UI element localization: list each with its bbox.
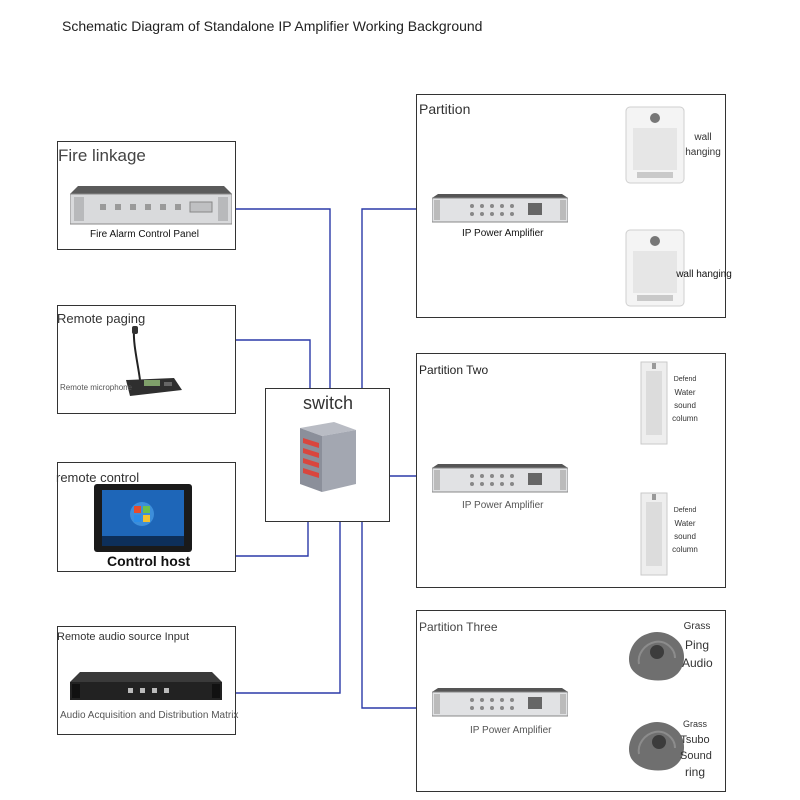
amplifier-2-image <box>432 464 568 493</box>
control-host-caption: Control host <box>107 553 191 569</box>
fire-alarm-panel-caption: Fire Alarm Control Panel <box>90 229 199 240</box>
fire-linkage-heading: Fire linkage <box>58 146 146 165</box>
amplifier-3-caption: IP Power Amplifier <box>470 725 552 736</box>
column-speaker-1-image <box>640 361 668 445</box>
audio-matrix-image <box>70 672 222 700</box>
switch-rack-icon <box>300 422 356 492</box>
remote-microphone-caption: Remote microphone <box>60 383 133 392</box>
control-host-image <box>94 484 192 552</box>
partition-2-heading: Partition Two <box>419 363 489 377</box>
wall-speaker-2-image <box>625 229 685 307</box>
wall-speaker-1-label: wall hanging <box>685 132 721 158</box>
wall-speaker-2-label: wall hanging <box>676 269 732 280</box>
amplifier-3-image <box>432 688 568 717</box>
amplifier-1-image <box>432 194 568 223</box>
remote-paging-heading: Remote paging <box>57 311 146 326</box>
diagram-title: Schematic Diagram of Standalone IP Ampli… <box>62 18 483 34</box>
wire-audio-to-switch <box>236 521 341 694</box>
rock-speaker-2-image <box>628 721 685 771</box>
column-speaker-1-label: Defend Water sound column <box>672 376 698 423</box>
remote-control-heading: remote control <box>56 470 140 485</box>
amplifier-2-caption: IP Power Amplifier <box>462 500 544 511</box>
amplifier-1-caption: IP Power Amplifier <box>462 228 544 239</box>
column-speaker-2-image <box>640 492 668 576</box>
rock-speaker-1-image <box>628 631 685 681</box>
rock-speaker-1-label: Grass Ping Audio <box>682 621 713 670</box>
wire-fire-to-switch <box>236 208 331 388</box>
wire-paging-to-switch <box>236 339 311 388</box>
partition-1-heading: Partition <box>419 101 471 117</box>
wire-control-to-switch <box>236 521 309 557</box>
partition-3-heading: Partition Three <box>419 620 498 634</box>
fire-alarm-panel-image <box>70 186 232 225</box>
remote-microphone-image <box>126 326 182 396</box>
audio-matrix-caption: Audio Acquisition and Distribution Matri… <box>60 710 239 721</box>
wall-speaker-1-image <box>625 106 685 184</box>
column-speaker-2-label: Defend Water sound column <box>672 507 698 554</box>
remote-paging-panel <box>57 305 236 414</box>
remote-audio-heading: Remote audio source Input <box>57 631 190 643</box>
switch-label: switch <box>303 393 354 413</box>
rock-speaker-2-label: Grass Tsubo Sound ring <box>680 719 712 779</box>
